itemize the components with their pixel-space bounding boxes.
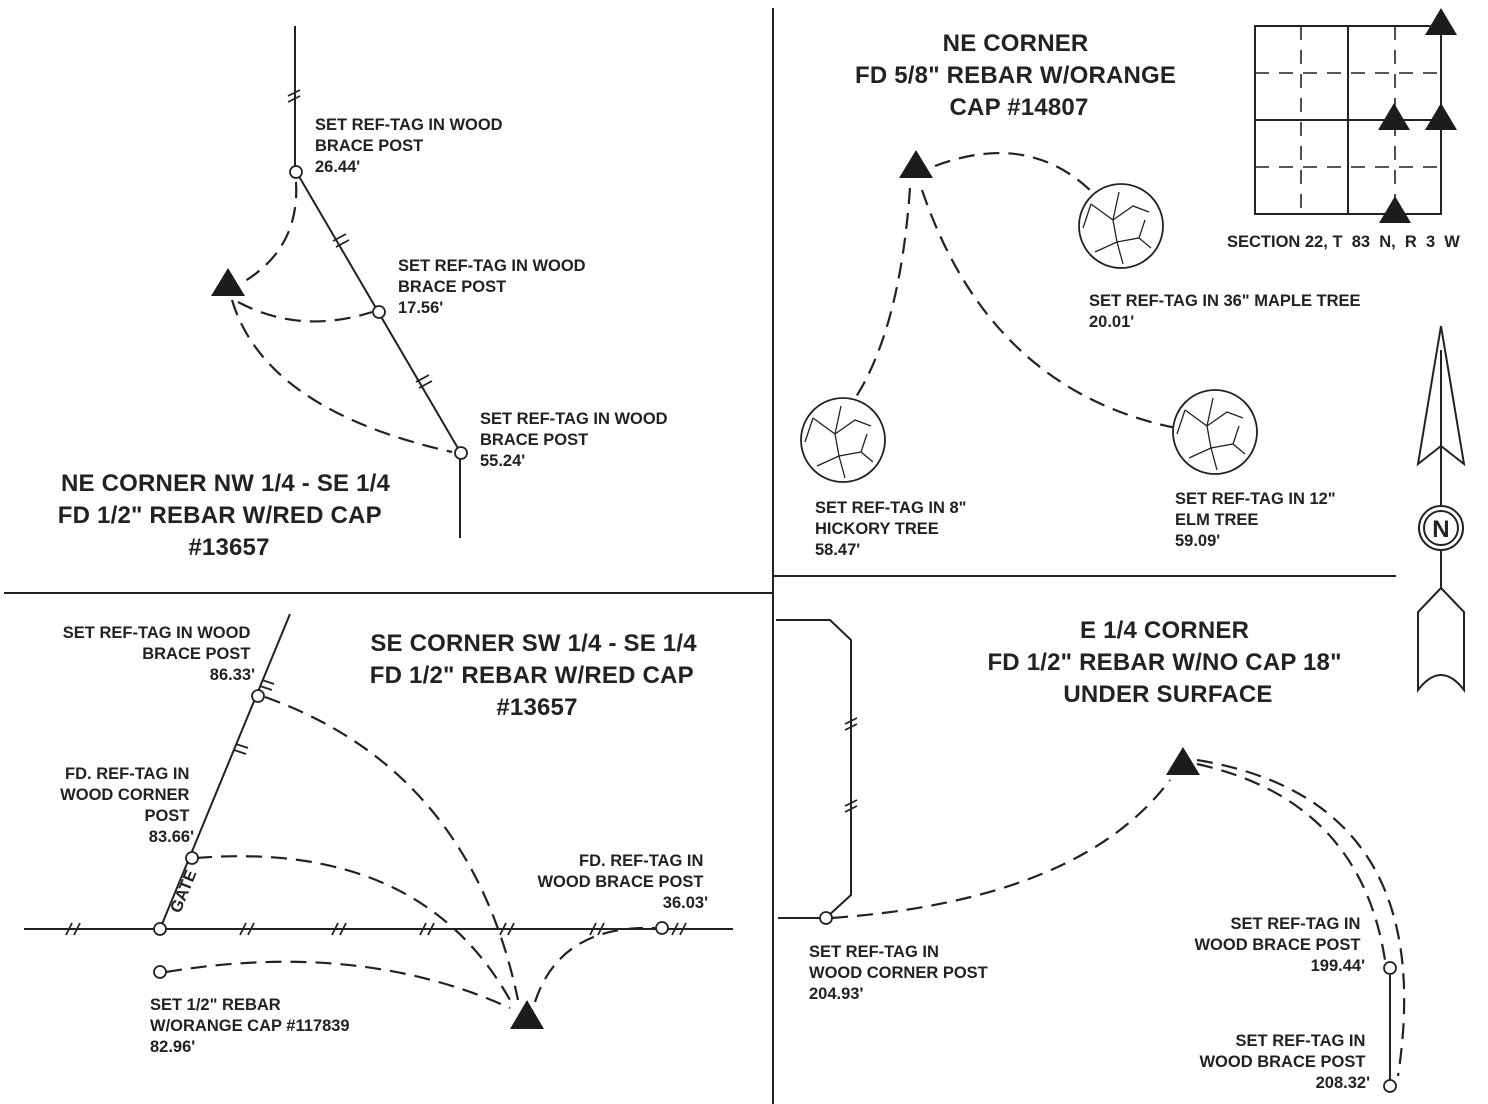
ref-label-3: SET REF-TAG IN WOOD BRACE POST 55.24' [480,410,672,470]
tie-line [934,151,1095,195]
break-mark [844,799,858,813]
ref-label-2: SET REF-TAG IN WOOD BRACE POST 199.44' [1194,915,1365,975]
tie-line [195,855,511,1001]
ref-tag-marker [1383,961,1397,975]
corner-marker [1425,8,1457,35]
corner-title: E 1/4 CORNER FD 1/2" REBAR W/NO CAP 18" … [987,617,1348,708]
ref-tag-marker [1383,1079,1397,1093]
break-mark [415,374,433,389]
ref-tag-marker [153,922,167,936]
gate-label: GATE [167,867,200,915]
tie-line [533,926,656,1003]
ref-label-1: SET REF-TAG IN WOOD CORNER POST 204.93' [809,943,992,1003]
tie-line [853,187,912,401]
break-mark [671,922,687,936]
ref-label-2: SET REF-TAG IN WOOD BRACE POST 17.56' [398,257,590,317]
ref-tag-marker [819,911,833,925]
ref-tag-marker [251,689,265,703]
break-mark [844,717,858,731]
corner-title: SE CORNER SW 1/4 - SE 1/4 FD 1/2" REBAR … [370,630,704,721]
tie-line [239,181,298,285]
elm-tree-icon [1172,389,1258,475]
corner-triangle [1166,747,1200,775]
break-mark [287,89,301,103]
tie-line [237,301,373,323]
tie-line [264,695,520,1001]
break-mark [499,922,515,936]
ref-tag-marker [185,851,199,865]
break-mark [233,743,249,755]
maple-label: SET REF-TAG IN 36" MAPLE TREE 20.01' [1089,292,1365,331]
tie-line [920,189,1177,430]
north-arrow-icon: N [1416,325,1466,693]
maple-tree-icon [1078,183,1164,269]
break-mark [239,922,255,936]
corner-triangle [510,1000,544,1029]
ref-label-1: SET REF-TAG IN WOOD BRACE POST 26.44' [315,116,507,176]
break-mark [419,922,435,936]
tie-line [831,779,1171,920]
ref-label-1: SET REF-TAG IN WOOD BRACE POST 86.33' [63,624,255,684]
fence-line [776,619,852,917]
tie-line [1196,762,1387,961]
panel-se: E 1/4 CORNER FD 1/2" REBAR W/NO CAP 18" … [776,617,1406,1093]
break-mark [589,922,605,936]
corner-marker [1378,103,1410,130]
panel-nw: SET REF-TAG IN WOOD BRACE POST 26.44' SE… [58,26,672,561]
corner-triangle [211,268,245,296]
corner-marker [1379,196,1411,223]
tie-line [1196,758,1406,1077]
rebar-marker [153,965,167,979]
corner-title: NE CORNER FD 5/8" REBAR W/ORANGE CAP #14… [855,30,1183,121]
break-mark [331,922,347,936]
panel-sw: GATE SET REF-TAG IN WOOD BRACE POST 86.3… [24,613,733,1056]
corner-triangle [899,150,933,178]
ref-tag-marker [655,921,669,935]
ref-tag-marker [372,305,386,319]
hickory-tree-icon [800,397,886,483]
section-label: SECTION 22, T 83 N, R 3 W [1227,233,1460,251]
corner-title: NE CORNER NW 1/4 - SE 1/4 FD 1/2" REBAR … [58,470,397,561]
panel-ne: NE CORNER FD 5/8" REBAR W/ORANGE CAP #14… [800,30,1365,559]
elm-label: SET REF-TAG IN 12" ELM TREE 59.09' [1175,490,1340,550]
ref-label-4: SET 1/2" REBAR W/ORANGE CAP #117839 82.9… [150,996,354,1056]
north-letter: N [1432,516,1450,543]
section-index-map: SECTION 22, T 83 N, R 3 W [1227,8,1460,251]
ref-label-3: FD. REF-TAG IN WOOD BRACE POST 36.03' [537,852,708,912]
corner-marker [1425,103,1457,130]
hickory-label: SET REF-TAG IN 8" HICKORY TREE 58.47' [815,499,971,559]
break-mark [259,679,275,691]
ref-tag-marker [289,165,303,179]
break-mark [65,922,81,936]
break-mark [332,233,350,248]
ref-label-2: FD. REF-TAG IN WOOD CORNER POST 83.66' [60,765,194,846]
fence-line [159,613,291,930]
ref-tag-marker [454,446,468,460]
tie-line [230,299,453,454]
ref-label-3: SET REF-TAG IN WOOD BRACE POST 208.32' [1199,1032,1370,1092]
tie-line [165,960,511,1010]
